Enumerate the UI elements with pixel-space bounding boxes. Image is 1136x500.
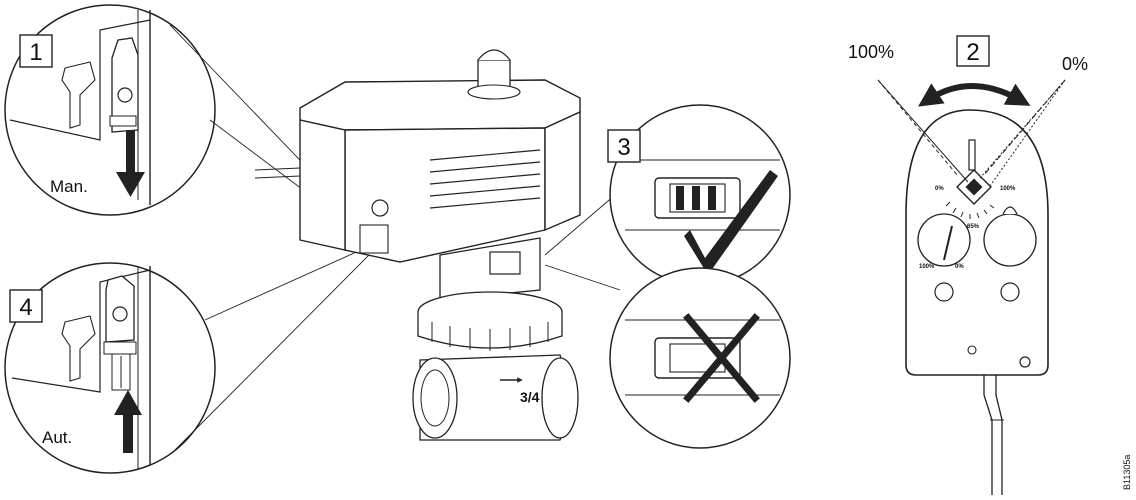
actuator-assembly: 3/4 (254, 49, 581, 441)
figure-code: B11305a (1122, 455, 1132, 490)
step-badge-3: 3 (607, 129, 641, 163)
min-percent-label: 0% (1062, 54, 1088, 74)
pot-left-label: 100% (919, 264, 935, 270)
detail-circle-incorrect (609, 267, 791, 449)
step-badge-2: 2 (956, 35, 990, 67)
scale-right-label: 100% (1000, 186, 1016, 192)
rotation-arrow-icon (918, 83, 1031, 107)
manual-caption: Man. (50, 177, 88, 196)
detail-circle-correct (609, 104, 791, 286)
actuator-face-view: 0% 100% 65% 100% 0% (877, 79, 1066, 495)
scale-left-label: 0% (935, 186, 944, 192)
pot-right-label: 0% (955, 264, 964, 270)
down-arrow (126, 130, 135, 175)
cross-icon (683, 313, 760, 403)
valve-size-mark: 3/4 (520, 389, 540, 405)
step-number-3: 3 (617, 134, 630, 161)
up-arrow (114, 390, 142, 415)
step-badge-4: 4 (9, 289, 43, 323)
manual-lever (111, 37, 139, 133)
scale-mid-label: 65% (967, 224, 980, 230)
checkmark-icon (684, 170, 778, 275)
detail-circle-manual (4, 4, 216, 216)
step-badge-1: 1 (19, 34, 53, 68)
step-number-2: 2 (966, 39, 979, 66)
detail-circle-automatic (4, 262, 216, 474)
max-percent-label: 100% (848, 42, 894, 62)
automatic-caption: Aut. (42, 428, 72, 447)
leader-lines (169, 24, 621, 451)
step-number-4: 4 (19, 294, 32, 321)
step-number-1: 1 (29, 39, 42, 66)
